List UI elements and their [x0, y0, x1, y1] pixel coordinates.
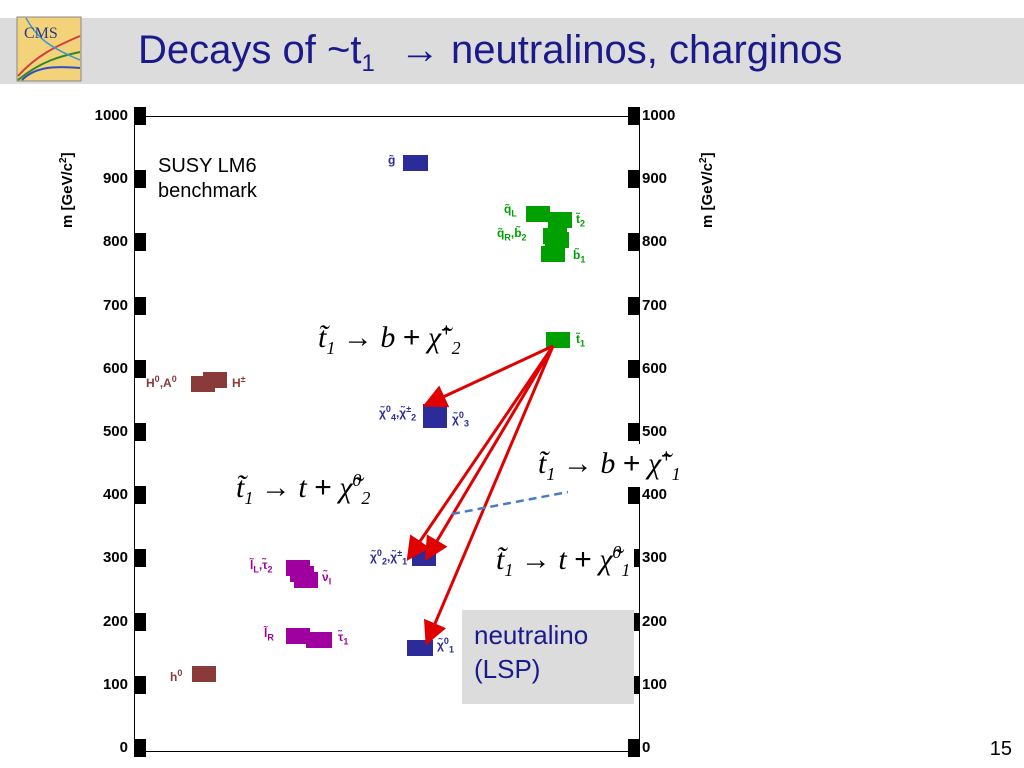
decay-arrow-to-chi20 — [406, 345, 555, 561]
squark-right-sbottom2-label: q̃R,b̃2 — [497, 226, 527, 243]
left-axis-tick-label: 600 — [102, 359, 128, 377]
decay-arrow-to-chi1pm — [424, 345, 555, 562]
right-axis-tick — [628, 107, 640, 125]
decay-arrow-to-chi10 — [423, 345, 555, 646]
right-axis-tick-label: 200 — [642, 612, 668, 630]
stop2-level — [548, 212, 572, 228]
title-arrow-icon: → — [399, 28, 440, 72]
right-axis-tick-label: 600 — [642, 359, 668, 377]
decay-equation-t-chi10: t̃1 → t + χ̃01 — [492, 540, 635, 583]
charged-higgs-level — [203, 372, 227, 388]
sneutrino-label: ν̃l — [322, 570, 332, 587]
stop1-level — [546, 332, 570, 348]
right-axis-tick — [628, 170, 640, 189]
right-axis-tick-label: 900 — [642, 170, 668, 188]
right-axis-tick — [628, 739, 640, 757]
sneutrino-level — [294, 572, 318, 588]
lsp-callout-box — [462, 610, 634, 704]
left-axis-tick — [134, 423, 146, 441]
lsp-line1: neutralino — [474, 620, 589, 650]
right-axis-tick-label: 1000 — [642, 107, 676, 124]
squark-left-label: q̃L — [504, 202, 517, 219]
right-axis-tick-label: 500 — [642, 423, 668, 440]
left-axis-tick — [134, 233, 146, 252]
cms-logo: CMS — [16, 16, 82, 82]
right-axis-tick — [628, 486, 640, 505]
left-axis-tick-label: 0 — [119, 739, 128, 756]
lsp-callout-text: neutralino (LSP) — [474, 618, 588, 686]
left-axis-tick — [134, 612, 146, 631]
charged-higgs-label: H± — [232, 374, 246, 390]
left-axis-tick — [134, 107, 146, 125]
right-axis-tick-label: 400 — [642, 486, 668, 504]
left-axis-tick — [134, 296, 146, 315]
lsp-line2: (LSP) — [474, 654, 541, 684]
chi3-level — [423, 412, 447, 428]
sbottom2-level — [545, 232, 569, 248]
stop1-label: t̃1 — [576, 332, 586, 349]
right-axis-tick — [628, 423, 640, 441]
left-axis-tick-label: 100 — [102, 675, 128, 693]
squark-left-level — [526, 206, 550, 222]
right-axis-tick — [628, 233, 640, 252]
left-axis-tick — [134, 170, 146, 189]
chi3-label: χ̃03 — [452, 410, 469, 429]
left-axis-tick — [134, 486, 146, 505]
left-axis-tick-label: 200 — [102, 612, 128, 630]
slide-title: Decays of ~t1 → neutralinos, charginos — [138, 28, 842, 78]
title-rest: neutralinos, charginos — [439, 28, 843, 72]
left-axis-tick-label: 800 — [102, 233, 128, 251]
left-axis-tick — [134, 739, 146, 757]
left-axis-tick-label: 700 — [102, 296, 128, 314]
left-axis-tick-label: 1000 — [94, 107, 128, 124]
title-subscript: 1 — [361, 50, 375, 77]
stop2-label: t̃2 — [576, 212, 586, 229]
left-axis-tick-label: 500 — [102, 423, 128, 440]
left-axis-tick — [134, 359, 146, 378]
right-axis-tick-label: 0 — [642, 739, 651, 756]
right-axis-tick-label: 800 — [642, 233, 668, 251]
left-axis-tick-label: 300 — [102, 549, 128, 567]
light-higgs-level — [192, 666, 216, 682]
gluino-level — [403, 155, 428, 171]
light-higgs-label: h0 — [170, 668, 183, 684]
right-axis-tick-label: 100 — [642, 675, 668, 693]
sbottom1-label: b̃1 — [573, 248, 586, 265]
right-axis-tick — [628, 359, 640, 378]
benchmark-line1: SUSY LM6 — [158, 155, 257, 177]
slepton-right-level — [286, 628, 310, 644]
title-text: Decays of ~t — [138, 28, 362, 72]
right-axis-tick-label: 700 — [642, 296, 668, 314]
page-number: 15 — [989, 738, 1012, 760]
sbottom1-level — [541, 246, 565, 262]
decay-dashed-link — [451, 490, 569, 516]
stau1-level — [306, 632, 332, 648]
svg-text:CMS: CMS — [24, 25, 58, 42]
right-axis-tick — [628, 296, 640, 315]
benchmark-line2: benchmark — [158, 180, 257, 202]
benchmark-label: SUSY LM6 benchmark — [158, 154, 257, 204]
decay-arrow-to-chi2pm — [422, 344, 554, 408]
slepton-right-label: l̃R — [264, 626, 274, 643]
decay-equation-b-chi1plus: t̃1 → b + χ̃+1 — [534, 444, 685, 487]
gluino-label: g̃ — [388, 153, 396, 167]
left-axis-tick — [134, 675, 146, 694]
title-bar — [0, 18, 1024, 84]
chi4-chi2pm-label: χ̃04,χ̃±2 — [379, 404, 417, 423]
left-axis-tick-label: 400 — [102, 486, 128, 504]
heavy-higgs-label: H0,A0 — [146, 374, 177, 390]
left-axis-tick — [134, 549, 146, 568]
decay-equation-b-chi2plus: t̃1 → b + χ̃+2 — [314, 318, 465, 361]
chi2-chi1pm-label: χ̃02,χ̃±1 — [370, 548, 408, 567]
decay-equation-t-chi20: t̃1 → t + χ̃02 — [232, 468, 375, 511]
left-axis-tick-label: 900 — [102, 170, 128, 188]
slepton-left-stau2-label: l̃L,τ̃2 — [250, 558, 273, 575]
right-axis-tick-label: 300 — [642, 549, 668, 567]
stau1-label: τ̃1 — [338, 630, 349, 647]
